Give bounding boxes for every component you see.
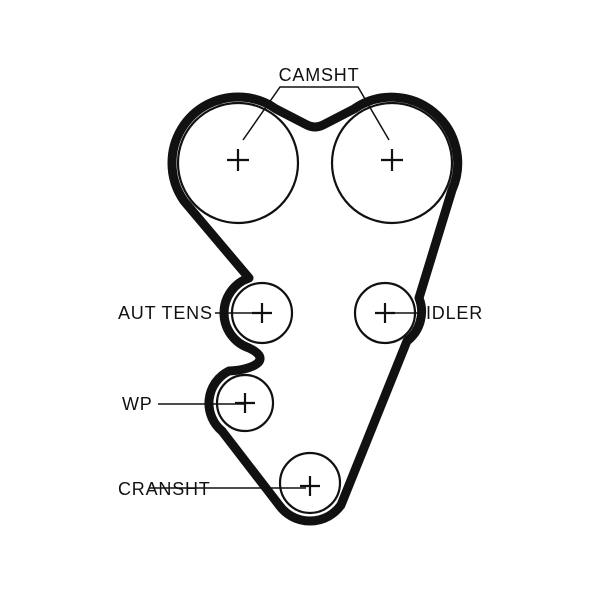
timing-belt-path xyxy=(167,92,463,526)
plus-icon xyxy=(381,149,403,171)
water-pump-pulley xyxy=(215,373,275,433)
leader-line xyxy=(242,86,390,141)
camshaft-right-pulley xyxy=(330,101,454,225)
water-pump-label: WP xyxy=(122,394,153,414)
camshaft-label: CAMSHT xyxy=(279,65,360,85)
plus-icon xyxy=(300,476,320,496)
crankshaft-label: CRANSHT xyxy=(118,479,211,499)
idler-label: IDLER xyxy=(426,303,483,323)
camshaft-leader-lines xyxy=(242,86,390,141)
crankshaft-pulley xyxy=(278,451,342,515)
camshaft-left-pulley xyxy=(176,101,300,225)
tensioner-label: AUT TENS xyxy=(118,303,213,323)
plus-icon xyxy=(235,393,255,413)
plus-icon xyxy=(227,149,249,171)
